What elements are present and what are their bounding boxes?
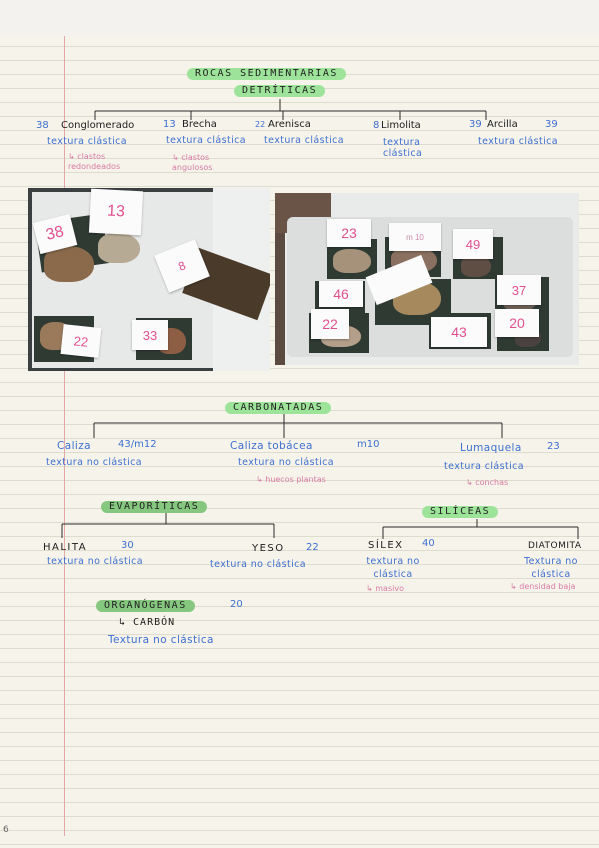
diatomita-name: DIATOMITA [528, 541, 582, 551]
yeso-number: 22 [306, 542, 319, 553]
carbon-texture: Textura no clástica [108, 634, 214, 646]
photo-right: 23 m 10 49 46 37 22 43 20 [275, 193, 579, 365]
silex-name: SÍLEX [368, 540, 404, 551]
conglomerado-note: ↳ clastos redondeados [68, 152, 121, 171]
halita-number: 30 [121, 540, 134, 551]
lumaquela-note: ↳ conchas [466, 478, 509, 487]
caliza-tobacea-note: ↳ huecos plantas [256, 475, 326, 484]
detriticas-heading: DETRÍTICAS [234, 85, 326, 97]
label-left-33: 33 [132, 320, 168, 350]
label-right-37: 37 [497, 275, 541, 305]
conglomerado-name: Conglomerado [61, 120, 135, 131]
caliza-texture: textura no clástica [46, 457, 143, 468]
conglomerado-texture: textura clástica [47, 136, 127, 147]
photo-left: 38 13 8 22 33 [28, 188, 270, 371]
label-left-22: 22 [60, 324, 102, 358]
silex-note: ↳ masivo [366, 584, 404, 593]
carbon-item: ↳ CARBÓN [119, 617, 176, 628]
label-right-m10: m 10 [389, 223, 441, 251]
organogenas-heading: ORGANÓGENAS [96, 600, 195, 612]
brecha-texture: textura clástica [166, 135, 246, 146]
silex-texture: textura no clástica [366, 556, 420, 580]
arcilla-texture: textura clástica [478, 136, 558, 147]
halita-name: HALITA [43, 542, 88, 553]
limolita-name: Limolita [381, 120, 421, 131]
arcilla-number: 39 [469, 119, 482, 130]
label-left-13: 13 [88, 188, 144, 236]
label-right-20: 20 [495, 309, 539, 337]
caliza-tobacea-name: Caliza tobácea [230, 440, 313, 452]
arcilla-number-2: 39 [545, 119, 558, 130]
lumaquela-texture: textura clástica [444, 461, 524, 472]
label-right-49: 49 [453, 229, 493, 259]
siliceas-heading: SILÍCEAS [422, 506, 499, 518]
brecha-name: Brecha [182, 119, 217, 130]
page-number: 6 [3, 825, 9, 835]
main-title: ROCAS SEDIMENTARIAS [187, 68, 346, 80]
halita-texture: textura no clástica [47, 556, 144, 567]
caliza-tobacea-number: m10 [357, 439, 380, 450]
label-right-46: 46 [319, 281, 363, 307]
label-right-43: 43 [431, 317, 487, 347]
caliza-number: 43/m12 [118, 439, 157, 450]
arenisca-name: Arenisca [268, 119, 311, 130]
limolita-texture: textura clástica [383, 137, 423, 159]
brecha-note: ↳ clastos angulosos [172, 153, 213, 172]
carbonatadas-heading: CARBONATADAS [225, 402, 332, 414]
arenisca-number: 22 [255, 120, 266, 129]
label-right-22: 22 [311, 309, 349, 339]
lumaquela-name: Lumaquela [460, 442, 522, 454]
lumaquela-number: 23 [547, 441, 560, 452]
yeso-name: YESO [252, 543, 285, 554]
yeso-texture: textura no clástica [210, 559, 307, 570]
diatomita-note: ↳ densidad baja [510, 582, 576, 591]
caliza-tobacea-texture: textura no clástica [238, 457, 335, 468]
label-right-23: 23 [327, 219, 371, 247]
limolita-number: 8 [373, 120, 380, 131]
caliza-name: Caliza [57, 440, 91, 452]
conglomerado-number: 38 [36, 120, 49, 131]
silex-number: 40 [422, 538, 435, 549]
organogenas-number: 20 [230, 599, 243, 610]
evaporiticas-heading: EVAPORÍTICAS [101, 501, 208, 513]
arenisca-texture: textura clástica [264, 135, 344, 146]
page-top-band [0, 0, 599, 36]
diatomita-texture: Textura no clástica [524, 556, 578, 580]
margin-line [64, 36, 65, 836]
arcilla-name: Arcilla [487, 119, 518, 130]
brecha-number: 13 [163, 119, 176, 130]
